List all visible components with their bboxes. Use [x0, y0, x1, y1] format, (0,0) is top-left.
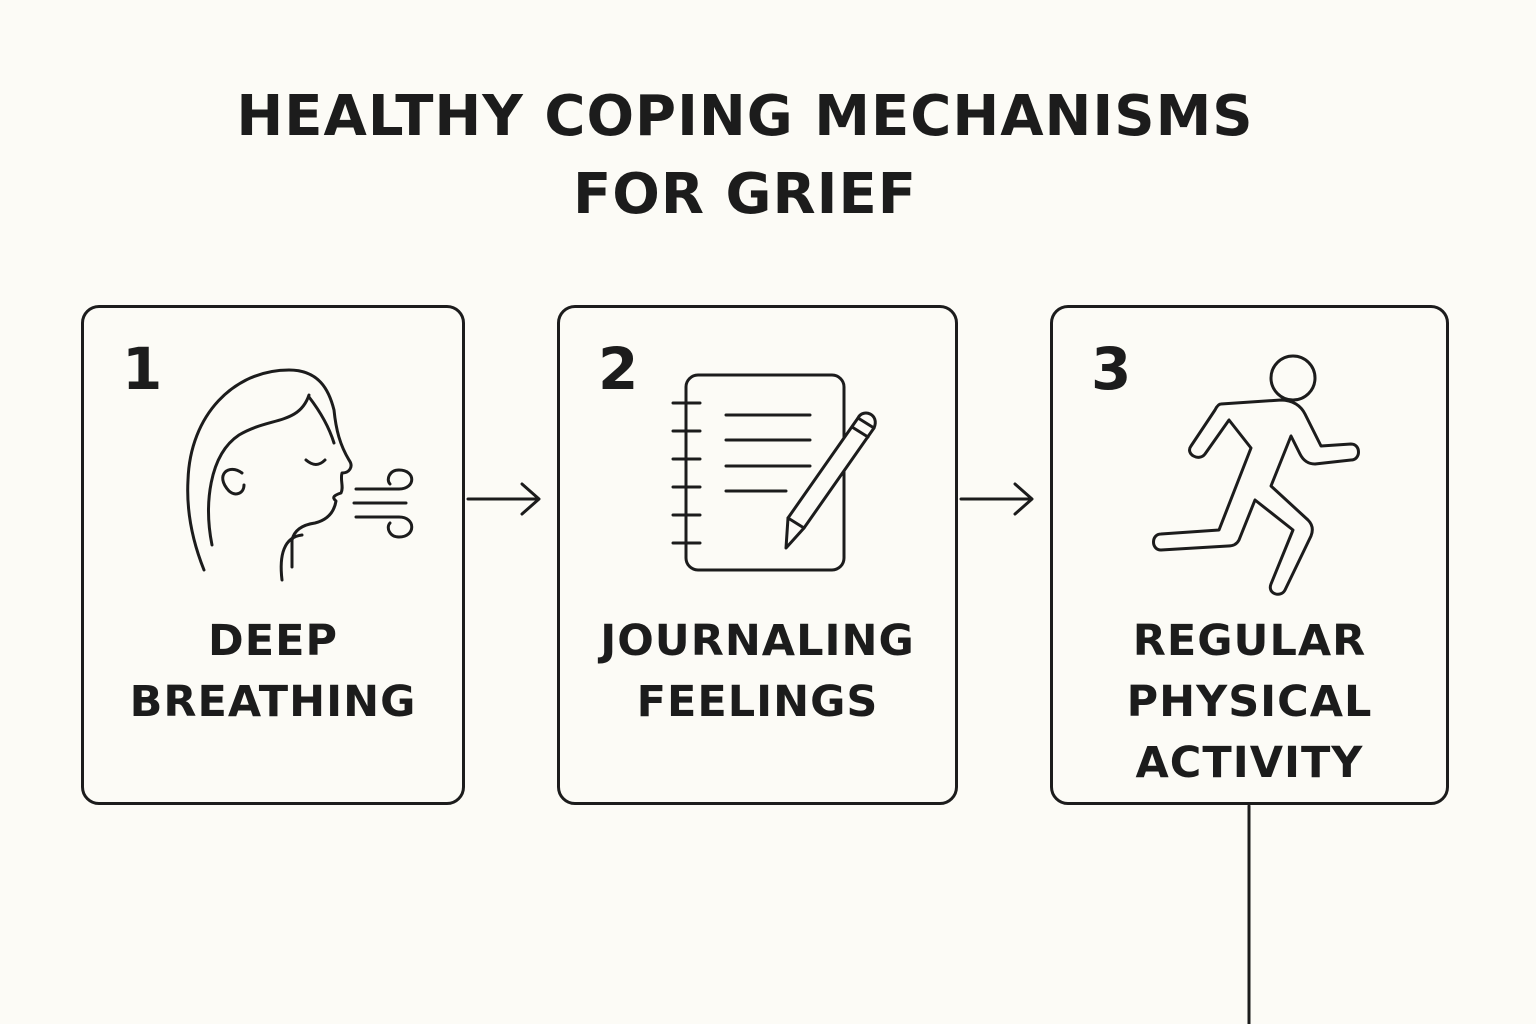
- title-line-1: HEALTHY COPING MECHANISMS: [236, 84, 1254, 149]
- step-label-line-2: FEELINGS: [636, 677, 879, 727]
- step-number: 3: [1091, 335, 1132, 403]
- step-number: 2: [598, 335, 639, 403]
- step-label-line-1: DEEP: [208, 616, 338, 666]
- step-label-line-3: ACTIVITY: [1135, 738, 1364, 788]
- title-line-2: FOR GRIEF: [573, 162, 917, 227]
- step-label-line-2: BREATHING: [129, 677, 417, 727]
- step-label-line-1: JOURNALING: [600, 616, 915, 666]
- step-label: DEEP BREATHING: [84, 611, 462, 733]
- step-label-line-1: REGULAR: [1132, 616, 1367, 666]
- journal-pencil-icon: [671, 373, 877, 572]
- step-label-line-2: PHYSICAL: [1126, 677, 1373, 727]
- arrow-step-1-to-2: [466, 482, 541, 516]
- breathing-face-icon: [186, 368, 414, 582]
- step-label: REGULAR PHYSICAL ACTIVITY: [1053, 611, 1446, 794]
- step-card-deep-breathing: 1 DEEP BREATHING: [81, 305, 465, 805]
- step-card-regular-physical-activity: 3 REGULAR PHYSICAL ACTIVITY: [1050, 305, 1449, 805]
- diagram-title: HEALTHY COPING MECHANISMS FOR GRIEF: [0, 78, 1490, 234]
- arrow-step-2-to-3: [959, 482, 1034, 516]
- step-label: JOURNALING FEELINGS: [560, 611, 955, 733]
- step-card-journaling-feelings: 2 JOURNALING FEELINGS: [557, 305, 958, 805]
- running-person-icon: [1152, 354, 1360, 596]
- step-number: 1: [122, 335, 163, 403]
